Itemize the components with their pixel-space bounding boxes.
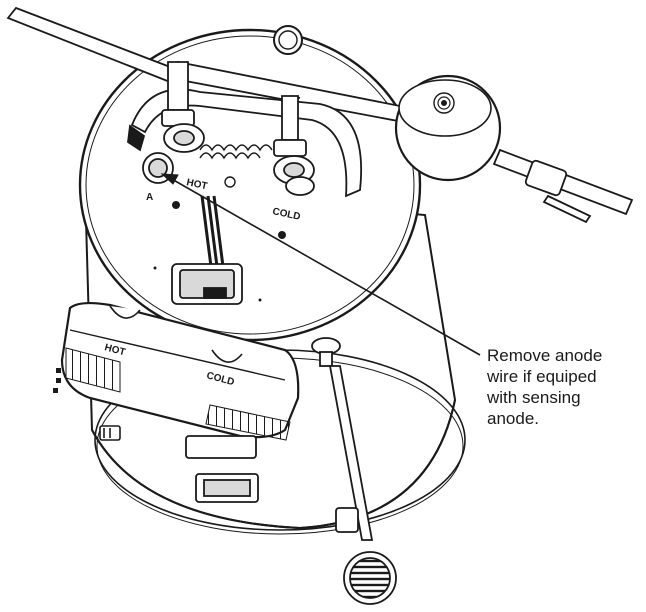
anode-marker: A (146, 192, 153, 203)
top-hot-label: HOT (185, 177, 208, 192)
expansion-tank (394, 74, 502, 182)
top-port (273, 25, 303, 55)
cold-nipple (273, 95, 315, 196)
side-tab (99, 425, 121, 441)
anode-rod (311, 337, 397, 605)
cover-hot-label: HOT (103, 342, 126, 358)
hot-nipple (161, 61, 205, 153)
callout-line-3: with sensing (487, 388, 581, 407)
callout-text: Remove anode wire if equiped with sensin… (487, 345, 646, 429)
wire-harness (199, 144, 273, 188)
callout-line-2: wire if equiped (487, 367, 597, 386)
front-cover (60, 301, 300, 441)
callout-line-4: anode. (487, 409, 539, 428)
cover-screws (53, 368, 61, 393)
callout-leader (160, 173, 481, 356)
tank-top-dots (153, 201, 286, 302)
control-box (171, 263, 243, 305)
callout-line-1: Remove anode (487, 346, 603, 365)
lower-access-panel (185, 435, 259, 503)
ball-valve (524, 159, 592, 224)
